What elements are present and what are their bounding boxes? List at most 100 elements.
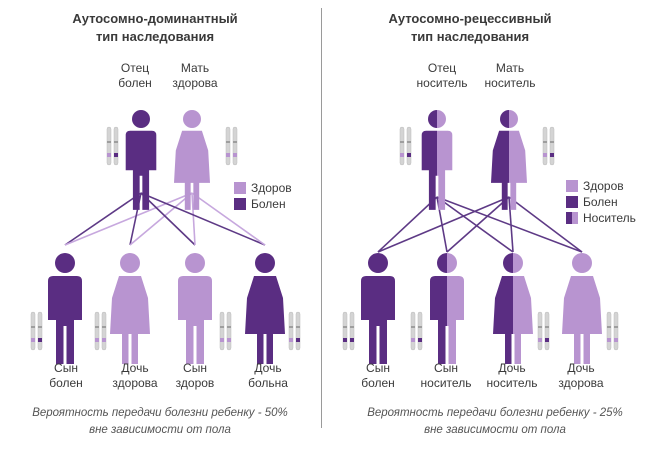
lineage-line-left-mother-4 <box>191 192 266 246</box>
lineage-line-left-father-4 <box>140 192 266 246</box>
right-prob-line2: вне зависимости от пола <box>424 424 566 436</box>
left-legend-healthy: Здоров <box>234 180 292 196</box>
left-legend: Здоров Болен <box>234 180 292 212</box>
right-child1-figure <box>361 253 395 364</box>
left-father-figure <box>125 110 157 210</box>
left-legend-sick: Болен <box>234 196 292 212</box>
left-child4-chromosomes <box>288 311 301 351</box>
left-child1-label: Сын болен <box>36 361 96 391</box>
lineage-line-left-mother-2 <box>129 192 193 246</box>
left-probability: Вероятность передачи болезни ребенку - 5… <box>10 405 310 439</box>
left-child4-l1: Дочь <box>254 361 282 375</box>
legend-swatch-healthy <box>234 182 246 194</box>
right-mother-chromosomes <box>542 126 555 166</box>
legend-label-sick: Болен <box>583 195 618 209</box>
left-child3-figure <box>178 253 212 364</box>
legend-label-healthy: Здоров <box>583 179 624 193</box>
legend-label-healthy: Здоров <box>251 181 292 195</box>
left-father-chromosomes <box>106 126 119 166</box>
left-child1-l1: Сын <box>54 361 78 375</box>
left-child2-figure <box>110 253 150 364</box>
right-child1-l2: болен <box>361 376 395 390</box>
right-father-label-l1: Отец <box>427 61 457 75</box>
right-child1-chromosomes <box>342 311 355 351</box>
lineage-line-left-father-3 <box>140 192 196 246</box>
lineage-line-left-mother-3 <box>191 192 196 246</box>
left-mother-chromosomes <box>225 126 238 166</box>
left-child3-label: Сын здоров <box>160 361 230 391</box>
left-child4-l2: больна <box>248 376 288 390</box>
right-child2-figure <box>430 253 464 364</box>
left-title: Аутосомно-доминантный тип наследования <box>40 10 270 46</box>
right-father-label-l2: носитель <box>416 76 468 90</box>
right-father-chromosomes <box>399 126 412 166</box>
right-child3-label: Дочь носитель <box>477 361 547 391</box>
right-legend-carrier: Носитель <box>566 210 636 226</box>
right-mother-figure <box>491 110 527 210</box>
left-prob-line2: вне зависимости от пола <box>89 424 231 436</box>
legend-swatch-carrier <box>566 212 578 224</box>
left-mother-label-l2: здорова <box>172 76 218 90</box>
legend-label-sick: Болен <box>251 197 286 211</box>
right-probability: Вероятность передачи болезни ребенку - 2… <box>335 405 655 439</box>
left-father-label-l2: болен <box>118 76 152 90</box>
lineage-line-right-father-4 <box>436 196 583 253</box>
right-father-label: Отец носитель <box>412 61 472 91</box>
right-child4-l1: Дочь <box>567 361 595 375</box>
right-legend-healthy: Здоров <box>566 178 636 194</box>
left-child3-l1: Сын <box>183 361 207 375</box>
left-father-label-l1: Отец <box>120 61 150 75</box>
right-mother-label: Мать носитель <box>480 61 540 91</box>
right-mother-label-l1: Мать <box>495 61 525 75</box>
right-child2-chromosomes <box>410 311 423 351</box>
right-title: Аутосомно-рецессивный тип наследования <box>355 10 585 46</box>
legend-swatch-sick <box>234 198 246 210</box>
left-title-line1: Аутосомно-доминантный <box>72 11 238 26</box>
right-prob-line1: Вероятность передачи болезни ребенку - 2… <box>367 407 623 419</box>
left-child2-label: Дочь здорова <box>100 361 170 391</box>
left-father-label: Отец болен <box>110 61 160 91</box>
lineage-line-right-father-3 <box>436 196 514 253</box>
right-father-figure <box>421 110 453 210</box>
lineage-line-right-mother-2 <box>446 196 510 253</box>
left-child3-l2: здоров <box>175 376 215 390</box>
right-title-line1: Аутосомно-рецессивный <box>388 11 552 26</box>
left-child1-l2: болен <box>49 376 83 390</box>
right-legend-sick: Болен <box>566 194 636 210</box>
right-child3-l1: Дочь <box>498 361 526 375</box>
left-child1-chromosomes <box>30 311 43 351</box>
legend-swatch-healthy <box>566 180 578 192</box>
right-child2-l1: Сын <box>434 361 458 375</box>
left-mother-label-l1: Мать <box>180 61 210 75</box>
right-child4-chromosomes <box>606 311 619 351</box>
right-mother-label-l2: носитель <box>484 76 536 90</box>
right-child1-l1: Сын <box>366 361 390 375</box>
legend-swatch-sick <box>566 196 578 208</box>
left-child2-l1: Дочь <box>121 361 149 375</box>
right-child2-l2: носитель <box>420 376 472 390</box>
left-child1-figure <box>48 253 82 364</box>
right-child3-figure <box>493 253 533 364</box>
left-mother-figure <box>174 110 210 210</box>
right-title-line2: тип наследования <box>410 29 530 44</box>
left-child4-figure <box>245 253 285 364</box>
right-child4-l2: здорова <box>558 376 604 390</box>
right-child4-label: Дочь здорова <box>546 361 616 391</box>
right-child3-chromosomes <box>537 311 550 351</box>
right-child3-l2: носитель <box>486 376 538 390</box>
right-child2-label: Сын носитель <box>411 361 481 391</box>
right-child4-figure <box>562 253 602 364</box>
left-prob-line1: Вероятность передачи болезни ребенку - 5… <box>32 407 288 419</box>
left-mother-label: Мать здорова <box>167 61 223 91</box>
center-divider <box>321 8 322 428</box>
lineage-line-right-mother-4 <box>508 196 583 253</box>
legend-label-carrier: Носитель <box>583 211 636 225</box>
lineage-line-right-mother-1 <box>377 196 510 253</box>
lineage-line-left-mother-1 <box>64 192 193 246</box>
lineage-line-right-father-1 <box>377 196 438 253</box>
lineage-line-left-father-1 <box>64 192 142 246</box>
right-child1-label: Сын болен <box>348 361 408 391</box>
left-child4-label: Дочь больна <box>233 361 303 391</box>
left-child3-chromosomes <box>219 311 232 351</box>
